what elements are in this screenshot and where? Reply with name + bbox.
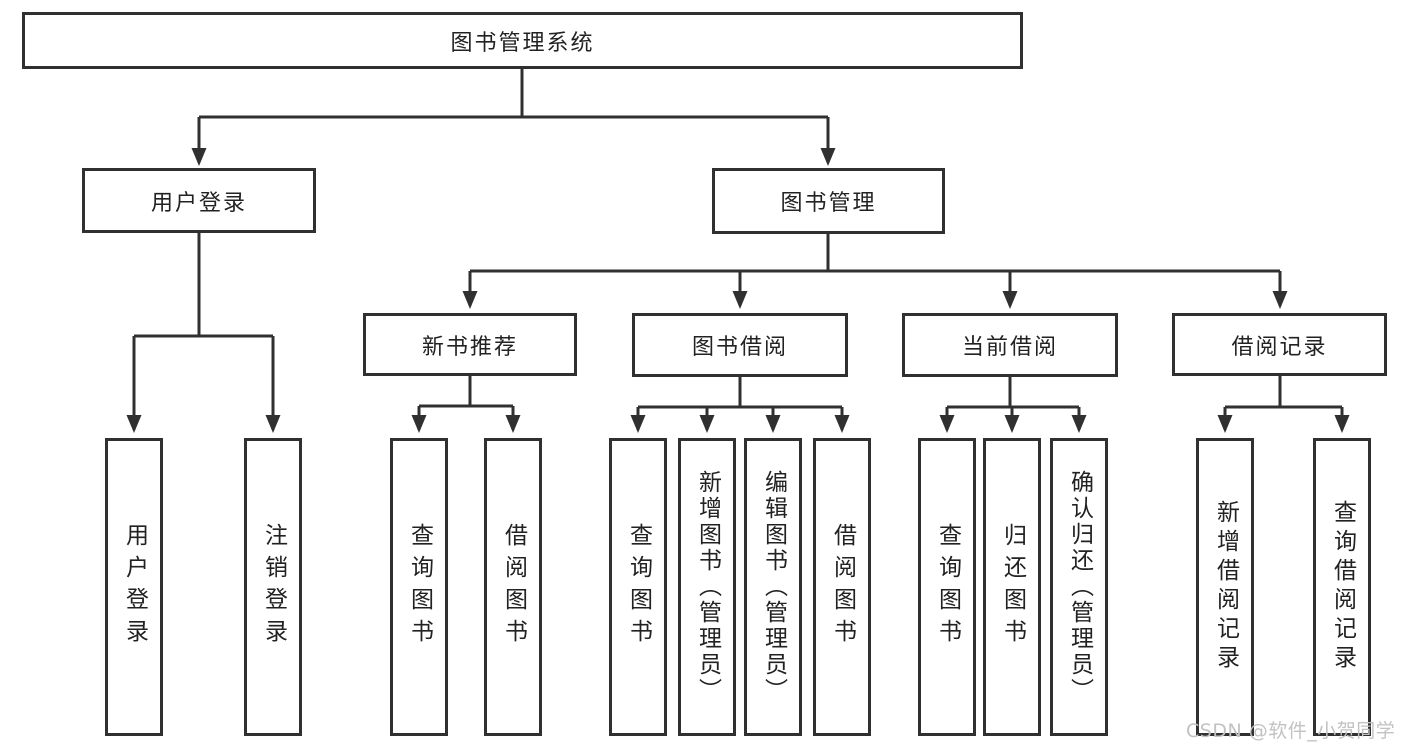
leaf-current-query-books: 查询图书 [918,438,976,736]
leaf-borrow-query-books: 查询图书 [609,438,667,736]
leaf-borrow-borrow-books: 借阅图书 [813,438,871,736]
leaf-logout: 注销登录 [244,438,302,736]
node-current-borrow: 当前借阅 [902,313,1118,377]
node-library-system: 图书管理系统 [22,12,1023,69]
node-new-book-recommend: 新书推荐 [363,313,577,376]
leaf-current-return-books: 归还图书 [983,438,1041,736]
leaf-current-confirm-return-admin: 确认归还（管理员） [1050,438,1108,736]
node-user-login: 用户登录 [82,168,316,233]
node-book-management: 图书管理 [712,168,945,234]
node-book-borrow: 图书借阅 [632,313,848,377]
node-borrow-records: 借阅记录 [1172,313,1387,376]
leaf-newbook-query-books: 查询图书 [390,438,448,736]
leaf-records-add-record: 新增借阅记录 [1196,438,1254,736]
csdn-watermark: CSDN @软件_小贺同学 [1186,720,1396,742]
leaf-newbook-borrow-books: 借阅图书 [484,438,542,736]
leaf-records-query-record: 查询借阅记录 [1313,438,1371,736]
leaf-user-login: 用户登录 [105,438,163,736]
leaf-borrow-add-books-admin: 新增图书（管理员） [678,438,736,736]
leaf-borrow-edit-books-admin: 编辑图书（管理员） [744,438,802,736]
